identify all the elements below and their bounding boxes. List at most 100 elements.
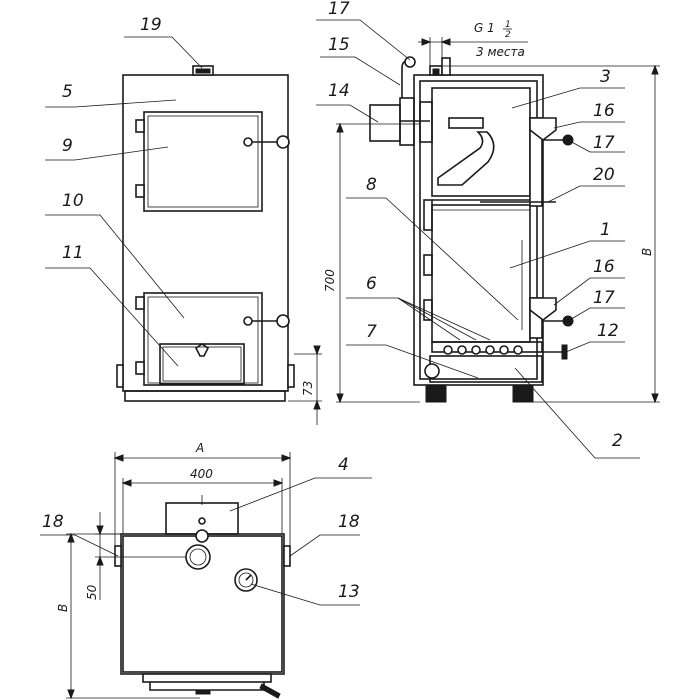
- upper-hinge-bracket: [529, 117, 557, 142]
- dim-g-den: 2: [505, 30, 511, 40]
- callout-10: 10: [62, 191, 84, 211]
- ash-pan: [429, 355, 543, 383]
- callout-18-left: 18: [42, 512, 64, 532]
- side-foot-left: [425, 384, 447, 403]
- thermometer-needle: [245, 574, 252, 581]
- callout-18-right: 18: [338, 512, 360, 532]
- callout-numbers: 19 5 9 10 11 17 15 14 8 6 7 3 16 17 20 1…: [42, 0, 623, 602]
- thermometer-dial: [238, 572, 254, 588]
- top-axis-dot: [198, 517, 206, 525]
- damper-latch: [194, 343, 210, 357]
- dim-g-arrow-left: [421, 38, 432, 46]
- top-door-strip: [142, 673, 272, 683]
- left-rib-2: [423, 254, 433, 276]
- callout-5: 5: [62, 82, 73, 102]
- ash-pan-handle: [424, 363, 440, 379]
- callout-15: 15: [328, 35, 350, 55]
- upper-handle-pivot: [243, 137, 253, 147]
- callout-6: 6: [366, 274, 377, 294]
- side-section-view: 700 B G 1 1 2 3 места: [323, 20, 660, 404]
- top-pipe-large-inner: [189, 548, 207, 566]
- dim-B2-arrow-bottom: [67, 689, 75, 700]
- dim-B2-arrow-top: [67, 532, 75, 543]
- callout-17-lower: 17: [593, 288, 615, 308]
- dim-B2-text: B: [56, 604, 70, 612]
- top-right-cap: [283, 545, 291, 567]
- smoke-deflector: [437, 131, 495, 186]
- leader-lines: [40, 19, 640, 606]
- callout-17-upper: 17: [593, 133, 615, 153]
- dim-400-arrow-left: [121, 479, 132, 487]
- dim-400-text: 400: [190, 467, 213, 481]
- top-pipe-front: [195, 529, 209, 543]
- callout-9: 9: [62, 136, 73, 156]
- side-outer-shell: [413, 74, 544, 386]
- dim-B-arrow-bottom: [651, 393, 659, 404]
- upper-handle-knob: [276, 135, 290, 149]
- dim-g-places: 3 места: [476, 45, 525, 59]
- callout-16-upper: 16: [593, 101, 615, 121]
- callout-4: 4: [338, 455, 349, 475]
- callout-11: 11: [62, 243, 84, 263]
- upper-door-inner: [147, 115, 259, 208]
- dim-B-text: B: [640, 248, 654, 256]
- front-right-foot: [287, 364, 295, 388]
- top-pipe-rear: [441, 57, 451, 76]
- top-fitting-cap: [195, 68, 211, 74]
- callout-14: 14: [328, 81, 350, 101]
- flue-inner: [419, 101, 433, 143]
- grate-bumps: [443, 345, 523, 355]
- dim-73-arrow-top: [313, 345, 321, 356]
- callout-2: 2: [612, 431, 623, 451]
- upper-water-jacket: [431, 87, 531, 197]
- dim-A-text: A: [195, 441, 204, 455]
- dim-50-text: 50: [85, 584, 99, 600]
- callout-7: 7: [366, 322, 377, 342]
- draft-lever-knob: [404, 56, 416, 68]
- lower-door-inner: [147, 296, 259, 384]
- callout-12: 12: [597, 321, 619, 341]
- callout-17-top: 17: [328, 0, 350, 19]
- callout-19: 19: [140, 15, 162, 35]
- side-foot-right: [512, 384, 534, 403]
- callout-16-lower: 16: [593, 257, 615, 277]
- dim-g-text: G 1: [474, 21, 495, 35]
- callout-13: 13: [338, 582, 360, 602]
- top-pipe-front-thread: [432, 68, 440, 75]
- dim-B-arrow-top: [651, 64, 659, 75]
- upper-hinge-bottom: [135, 184, 145, 198]
- dim-73-arrow-bottom: [313, 399, 321, 410]
- dim-700-arrow-top: [336, 122, 344, 133]
- dim-700-text: 700: [323, 269, 337, 292]
- top-view: A 400 50 B: [56, 441, 292, 700]
- front-base: [124, 390, 286, 402]
- dim-50-arrow-bottom: [96, 555, 104, 566]
- lower-handle-pivot: [243, 316, 253, 326]
- side-inner-shell: [419, 80, 538, 380]
- top-door-bracket: [149, 682, 265, 691]
- upper-hinge-top: [135, 119, 145, 133]
- dim-400-arrow-right: [273, 479, 284, 487]
- front-left-foot: [116, 364, 124, 388]
- firebox: [431, 204, 531, 343]
- ash-pan-damper: [159, 343, 245, 385]
- dim-g-num: 1: [505, 20, 511, 30]
- dim-73-text: 73: [301, 381, 315, 396]
- callout-8: 8: [366, 175, 377, 195]
- flue-outlet: [369, 104, 401, 142]
- upper-door: [143, 111, 263, 212]
- flue-baffle-slot: [448, 117, 484, 129]
- callout-3: 3: [600, 67, 611, 87]
- callout-1: 1: [600, 220, 611, 240]
- top-door-handle: [259, 683, 281, 699]
- front-view: 73: [116, 65, 322, 425]
- dim-A-arrow-right: [281, 454, 292, 462]
- dim-A-arrow-left: [113, 454, 124, 462]
- dim-g-arrow-right: [440, 38, 451, 46]
- top-door-latch: [195, 689, 211, 695]
- callout-20: 20: [593, 165, 615, 185]
- ash-pan-damper-inner: [162, 346, 242, 382]
- lower-hinge-top: [135, 296, 145, 310]
